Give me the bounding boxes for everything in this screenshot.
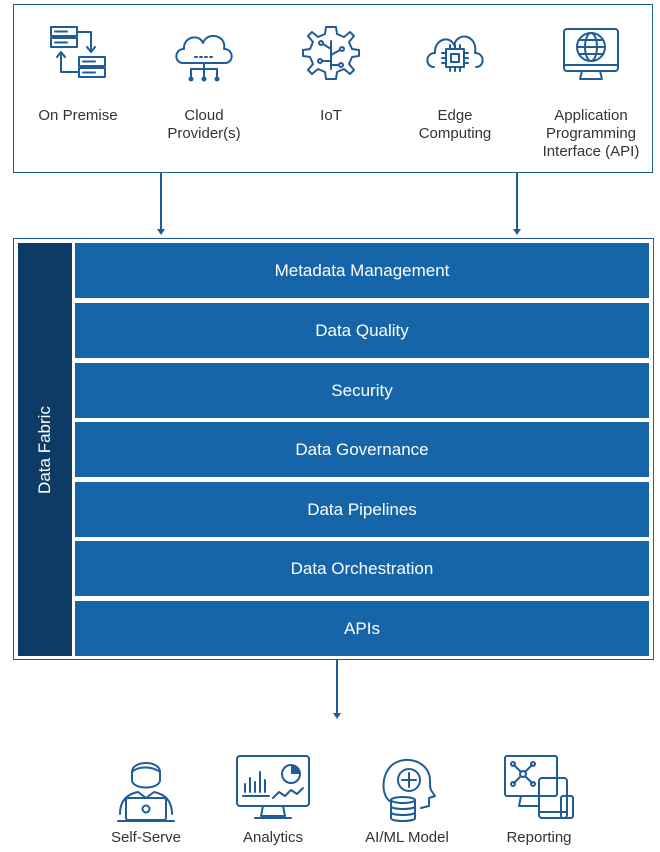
data-sources-panel: On Premise Cloud Provider(s) IoT (13, 4, 653, 173)
data-fabric-title: Data Fabric (35, 405, 54, 494)
head-database-icon (382, 758, 436, 822)
data-fabric-side-label: Data Fabric (18, 243, 72, 656)
source-label: Application Programming Interface (API) (542, 107, 640, 160)
source-label: IoT (320, 107, 342, 124)
connector-arrowhead (333, 713, 341, 719)
consumer-label: Reporting (506, 829, 572, 846)
consumer-label: AI/ML Model (365, 829, 449, 846)
source-label: Edge Computing (418, 107, 492, 142)
consumer-label: Self-Serve (110, 829, 182, 846)
connector-line (160, 173, 162, 229)
server-transfer-icon (50, 26, 106, 78)
layer-data-governance: Data Governance (75, 422, 649, 477)
connector-line (516, 173, 518, 229)
cloud-network-icon (175, 34, 233, 82)
layer-data-orchestration: Data Orchestration (75, 541, 649, 596)
connector-arrowhead (157, 229, 165, 235)
consumer-label: Analytics (242, 829, 304, 846)
person-laptop-icon (117, 762, 175, 822)
circuit-gear-icon (302, 26, 360, 80)
dashboard-monitor-icon (236, 755, 310, 819)
globe-monitor-icon (563, 28, 619, 80)
layer-security: Security (75, 363, 649, 418)
multi-device-icon (504, 755, 574, 819)
source-label: On Premise (38, 107, 118, 124)
layer-data-quality: Data Quality (75, 303, 649, 358)
layer-metadata-management: Metadata Management (75, 243, 649, 298)
layer-data-pipelines: Data Pipelines (75, 482, 649, 537)
connector-line (336, 660, 338, 714)
cloud-chip-icon (426, 35, 484, 72)
connector-arrowhead (513, 229, 521, 235)
layer-apis: APIs (75, 601, 649, 656)
data-fabric-layers: Metadata Management Data Quality Securit… (75, 243, 649, 656)
source-label: Cloud Provider(s) (167, 107, 241, 142)
